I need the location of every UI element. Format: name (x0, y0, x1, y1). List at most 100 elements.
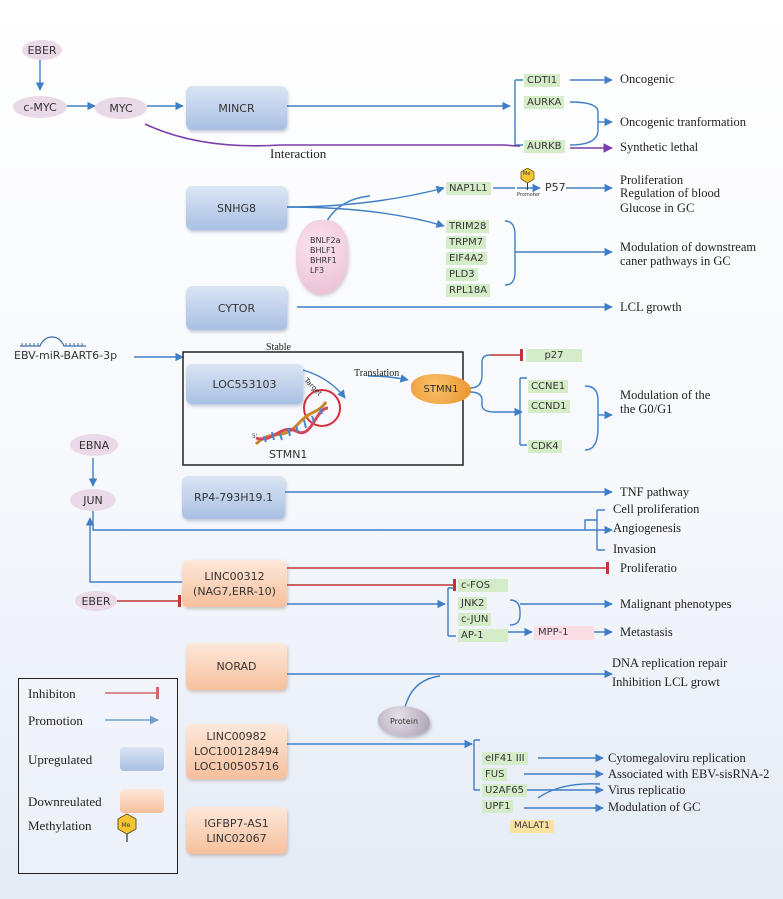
legend-methylation-icon: Me (116, 813, 138, 848)
mpp1-tag: MPP-1 (534, 626, 594, 640)
outcome-g0g1-a: Modulation of the (620, 388, 711, 402)
outcome-angiogenesis: Angiogenesis (613, 521, 682, 535)
mirna-hairpin-icon (20, 336, 86, 347)
stmn1-rna-helix-icon: 5' (252, 401, 329, 446)
loc100128494-label: LOC100128494 (193, 745, 280, 758)
loc553103-box: LOC553103 (186, 364, 303, 404)
linc00312-label: LINC00312 (204, 569, 265, 583)
viral-protein-1: BNLF2a (310, 236, 341, 245)
cdk4-tag: CDK4 (528, 440, 562, 453)
igfbp7-label: IGFBP7-AS1 (204, 816, 269, 830)
ap1-tag: AP-1 (458, 629, 508, 642)
mincr-label: MINCR (218, 101, 255, 115)
nap1l1-tag: NAP1L1 (446, 182, 491, 195)
trpm7-tag: TRPM7 (446, 236, 487, 249)
aurkb-tag: AURKB (524, 140, 565, 153)
mincr-box: MINCR (186, 86, 287, 130)
legend-upregulated: Upregulated (28, 752, 93, 767)
loc553103-label: LOC553103 (212, 377, 277, 391)
outcome-proliferatio: Proliferatio (620, 561, 677, 575)
outcome-g0g1-b: the G0/G1 (620, 402, 673, 416)
stable-label: Stable (266, 342, 291, 353)
methylation-icon (520, 167, 535, 190)
svg-text:Me: Me (122, 822, 131, 829)
outcome-synthetic-lethal: Synthetic lethal (620, 140, 699, 154)
u2af65-tag: U2AF65 (482, 784, 527, 797)
outcome-metastasis: Metastasis (620, 625, 673, 639)
rp4-box: RP4-793H19.1 (182, 476, 285, 519)
norad-label: NORAD (216, 660, 257, 673)
outcome-oncogenic-transformation: Oncogenic tranformation (620, 115, 746, 129)
rp4-label: RP4-793H19.1 (193, 491, 273, 504)
outcome-virus-replication: Virus replicatio (608, 783, 686, 797)
ccne1-tag: CCNE1 (528, 380, 569, 393)
rpl18a-tag: RPL18A (446, 284, 491, 297)
legend-promotion: Promotion (28, 713, 83, 728)
snhg8-label: SNHG8 (216, 201, 256, 215)
linc00982-label: LINC00982 (206, 730, 267, 743)
legend-upregulated-swatch (120, 747, 164, 771)
legend-downregulated-swatch (120, 789, 164, 813)
c-jun-tag: c-JUN (458, 613, 492, 626)
fus-tag: FUS (482, 768, 508, 781)
outcome-regulation-b: Glucose in GC (620, 201, 695, 215)
cfos-tag: c-FOS (458, 579, 508, 592)
outcome-invasion: Invasion (613, 542, 657, 556)
outcome-modulation-b: caner pathways in GC (620, 254, 731, 268)
outcome-tnf: TNF pathway (620, 485, 690, 499)
stmn1-protein: STMN1 (411, 374, 471, 404)
legend-downregulated: Downreulated (28, 794, 102, 809)
viral-proteins-blob (296, 220, 348, 294)
viral-protein-4: LF3 (310, 266, 325, 275)
trim28-tag: TRIM28 (446, 220, 490, 233)
outcome-lcl-growth: LCL growth (620, 300, 682, 314)
outcome-modulation-gc: Modulation of GC (608, 800, 701, 814)
ccnd1-tag: CCND1 (528, 400, 570, 413)
linc02067-label: LINC02067 (206, 831, 267, 845)
eif4a2-tag: EIF4A2 (446, 252, 487, 265)
upf1-tag: UPF1 (482, 800, 514, 813)
outcome-malignant: Malignant phenotypes (620, 597, 732, 611)
legend-inhibition: Inhibiton (28, 686, 76, 701)
stmn1-protein-label: STMN1 (423, 383, 459, 395)
eber-top-node: EBER (22, 40, 62, 60)
outcome-ebv-sisrna: Associated with EBV-sisRNA-2 (608, 767, 770, 781)
linc00312-box: LINC00312(NAG7,ERR-10) (182, 560, 287, 607)
c-myc-node: c-MYC (13, 96, 67, 118)
translation-label: Translation (354, 368, 400, 379)
protein-blob: Protein (378, 706, 430, 736)
stmn1-rna-label: STMN1 (269, 448, 308, 461)
loc100505716-label: LOC100505716 (193, 760, 280, 773)
svg-text:5': 5' (252, 433, 258, 440)
viral-protein-2: BHLF1 (310, 246, 336, 255)
norad-box: NORAD (186, 643, 287, 690)
cytor-box: CYTOR (186, 286, 287, 330)
p57-label: P57 (545, 181, 566, 194)
jnk2-tag: JNK2 (458, 597, 488, 610)
cdti1-tag: CDTI1 (524, 74, 561, 87)
outcome-dna-repair: DNA replication repair (612, 656, 728, 670)
outcome-proliferation: Proliferation (620, 173, 684, 187)
eif41-tag: eIF41 III (482, 752, 528, 765)
pld3-tag: PLD3 (446, 268, 478, 281)
promoter-label: Promoter (517, 192, 540, 198)
linc00312-alias: (NAG7,ERR-10) (193, 584, 276, 598)
outcome-cell-proliferation: Cell proliferation (613, 502, 700, 516)
interaction-label: Interaction (270, 146, 327, 161)
mirna-label: EBV-miR-BART6-3p (14, 349, 118, 362)
eber-mid-node: EBER (75, 591, 117, 611)
outcome-inhibition-lcl: Inhibition LCL growt (612, 675, 720, 689)
ebna-node: EBNA (70, 434, 118, 456)
snhg8-box: SNHG8 (186, 186, 287, 230)
cytor-label: CYTOR (217, 301, 256, 315)
outcome-cmv: Cytomegaloviru replication (608, 751, 746, 765)
legend-box (18, 678, 178, 874)
methylation-me-label: Me (523, 171, 531, 177)
p27-tag: p27 (526, 349, 582, 362)
viral-protein-3: BHRF1 (310, 256, 337, 265)
legend-methylation: Methylation (28, 818, 92, 833)
outcome-oncogenic: Oncogenic (620, 72, 675, 86)
